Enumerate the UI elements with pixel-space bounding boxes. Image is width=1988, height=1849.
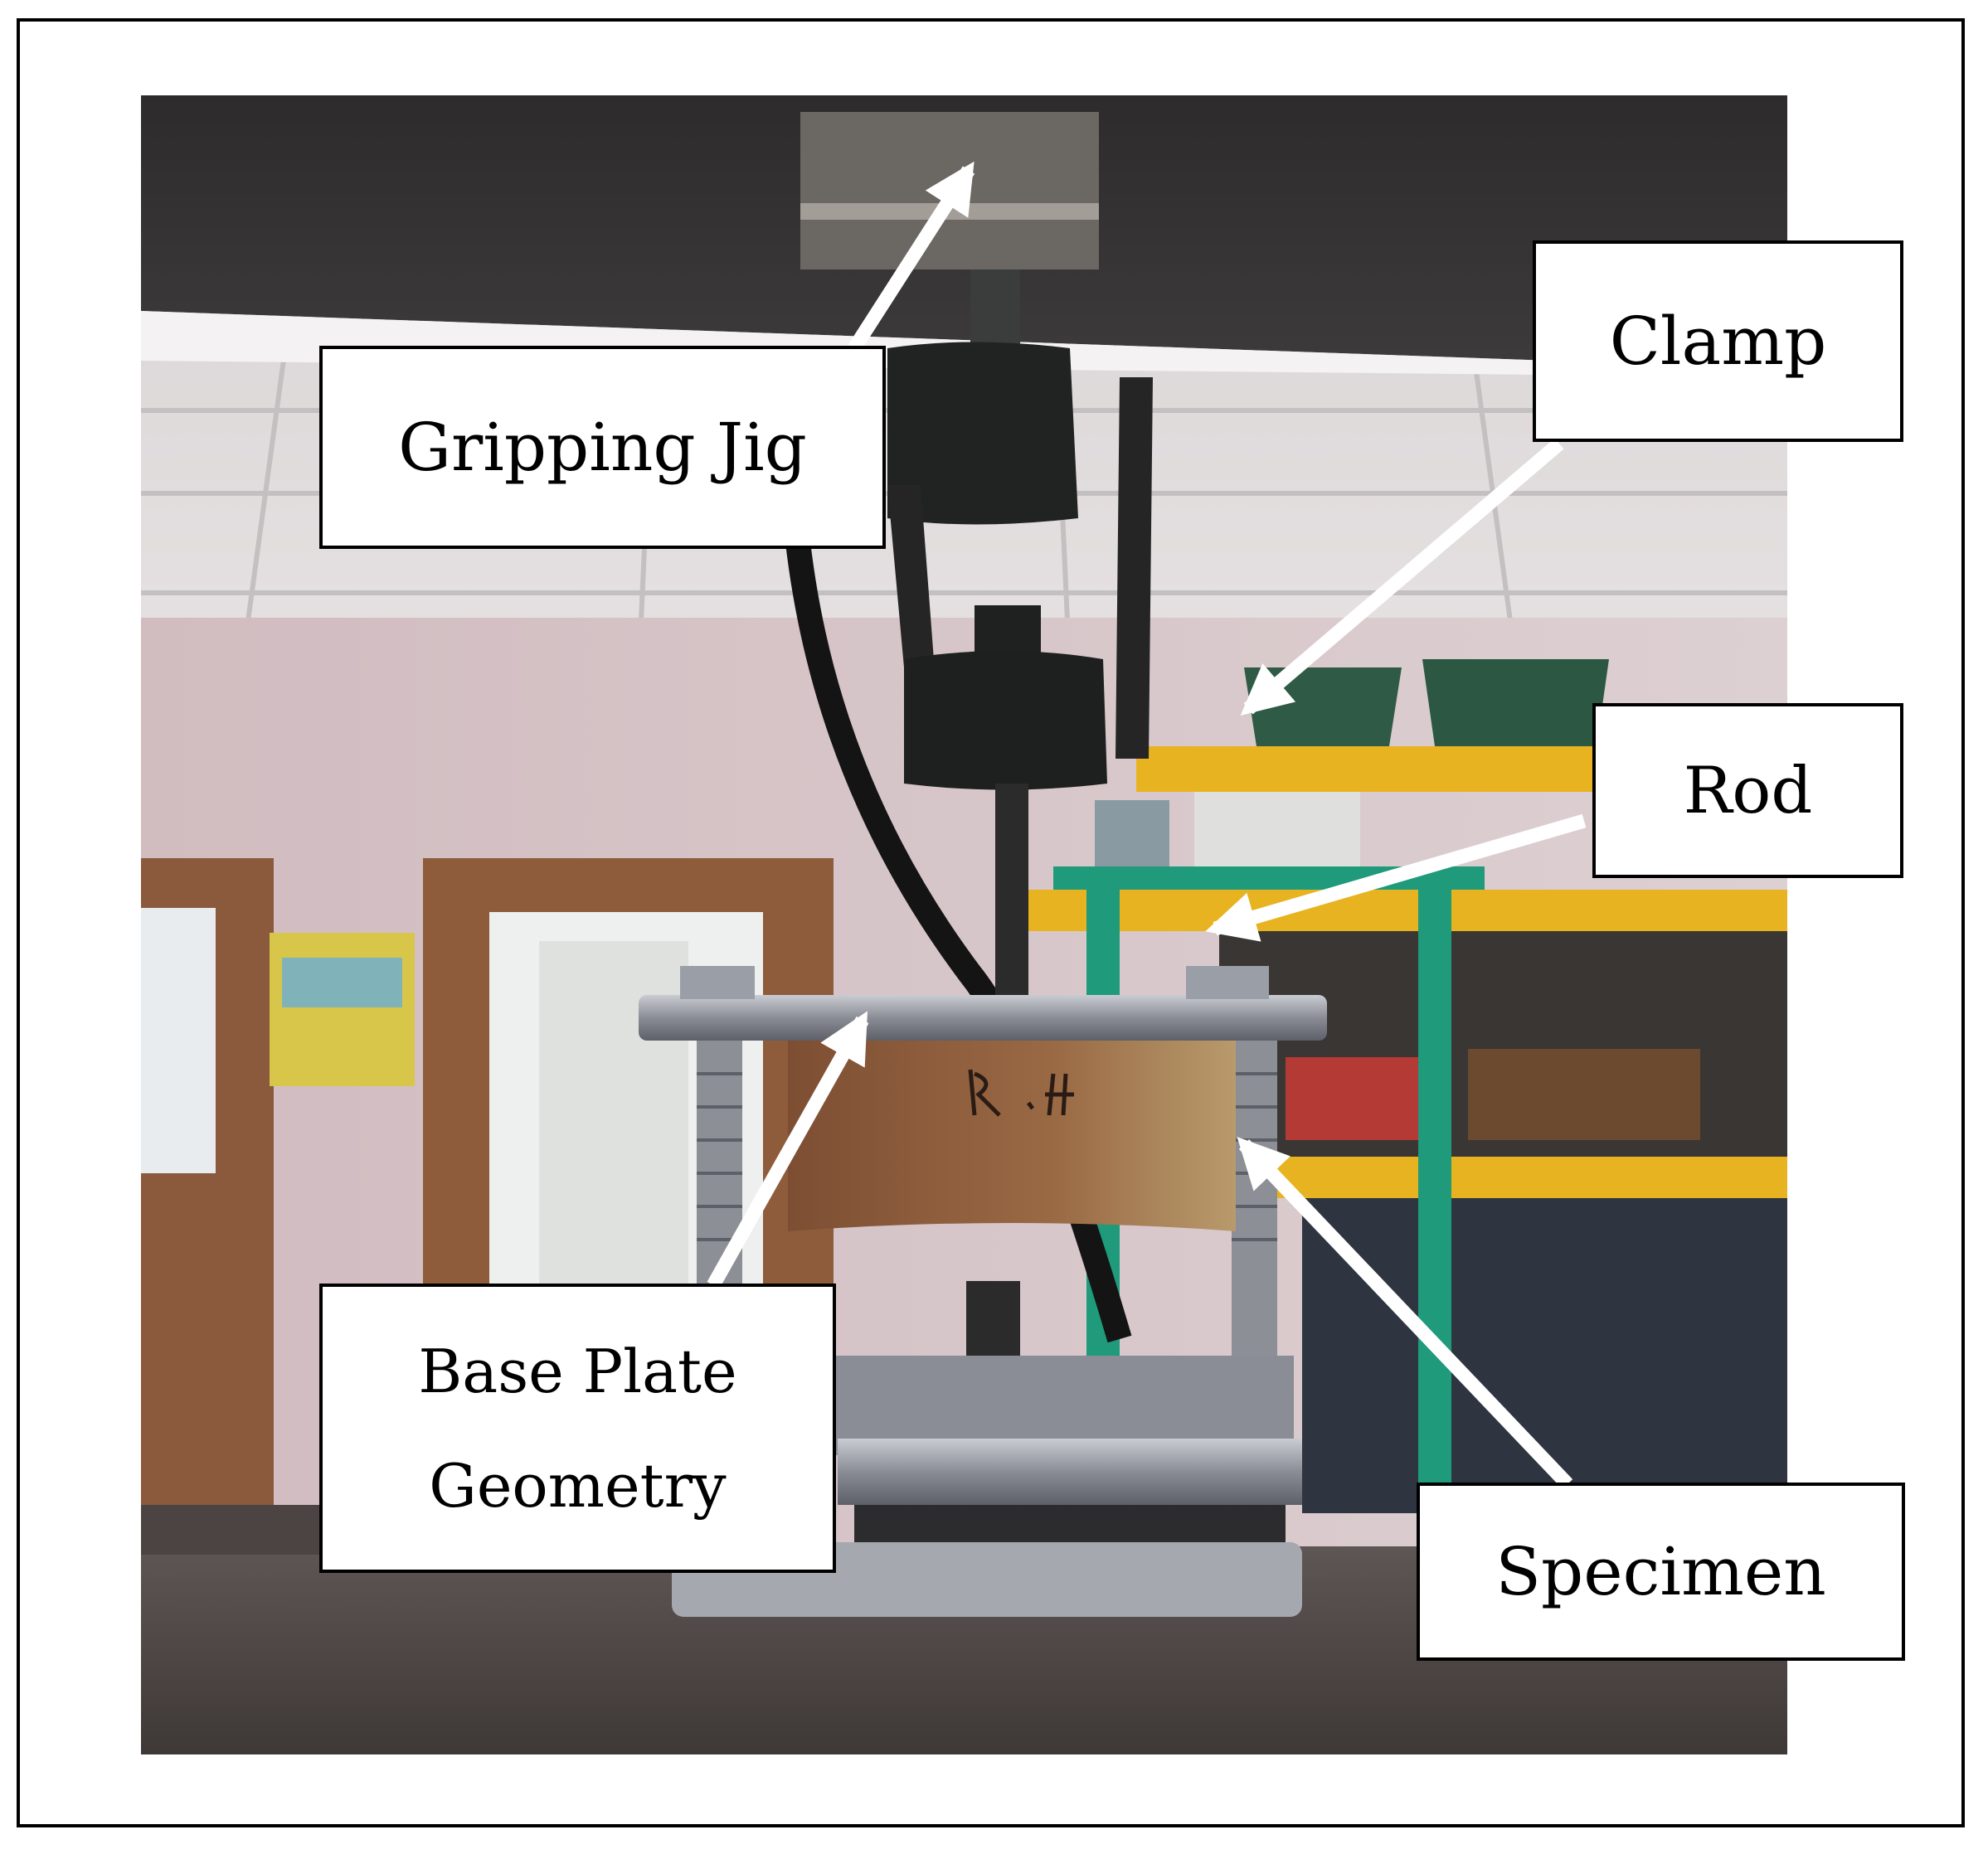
upper-cylinder (887, 342, 1078, 525)
upper-grip-block (800, 112, 1099, 269)
label-specimen: Specimen (1417, 1483, 1905, 1661)
label-base-plate-line1: Base Plate (418, 1336, 737, 1406)
door-left-window (141, 908, 216, 1173)
shelf-box (1468, 1049, 1700, 1140)
label-gripping-jig: Gripping Jig (319, 346, 886, 549)
upper-grip-block-line (800, 203, 1099, 220)
label-clamp: Clamp (1533, 240, 1903, 442)
wall-poster-detail (282, 958, 402, 1007)
nut-left (680, 966, 755, 999)
shelf-lower (1252, 1157, 1787, 1198)
lower-cylinder (904, 651, 1107, 790)
bucket-2 (1422, 659, 1609, 746)
rod (995, 784, 1028, 1032)
label-base-plate-geometry: Base Plate Geometry (319, 1284, 836, 1573)
right-strap (1116, 377, 1153, 759)
nut-right (1186, 966, 1269, 999)
bucket-1 (1244, 667, 1402, 746)
lower-shelf-items (1302, 1198, 1787, 1513)
label-clamp-text: Clamp (1609, 303, 1827, 380)
lower-cylinder-cap (975, 605, 1041, 655)
label-rod: Rod (1592, 703, 1903, 878)
label-specimen-text: Specimen (1495, 1533, 1826, 1610)
shelf-middle (1004, 890, 1787, 931)
bolt-right (1232, 1041, 1277, 1389)
base-plate-middle (838, 1439, 1302, 1505)
label-base-plate-line2: Geometry (429, 1450, 727, 1521)
specimen-marking (968, 1069, 1074, 1117)
label-gripping-jig-text: Gripping Jig (398, 409, 807, 486)
specimen-block (788, 1041, 1236, 1231)
wall-poster (270, 933, 415, 1086)
top-plate (639, 995, 1327, 1041)
label-rod-text: Rod (1683, 753, 1813, 828)
base-plate-gap (854, 1505, 1286, 1546)
